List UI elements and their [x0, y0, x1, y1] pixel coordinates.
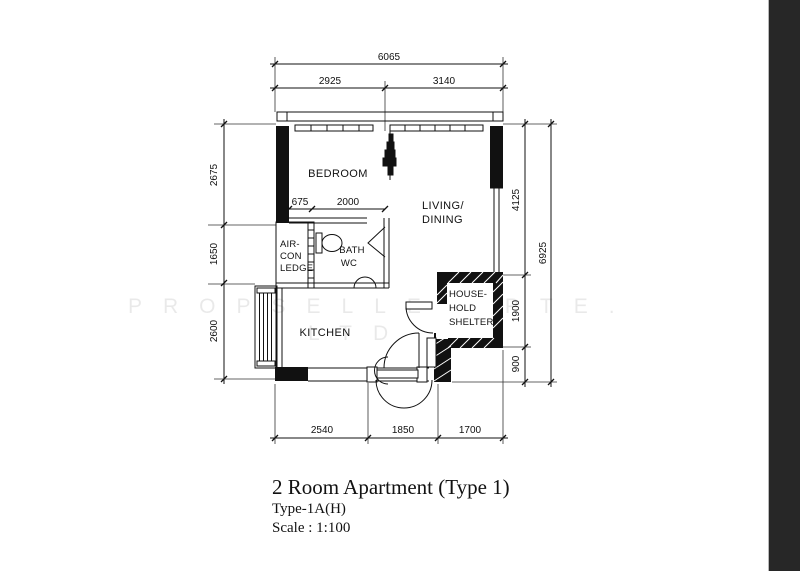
room-label-shelter-1: HOUSE-: [449, 289, 487, 300]
shelter-wall-hatch: [433, 271, 504, 382]
dim-top-left: 2925: [319, 76, 342, 87]
dimension-labels: 6065 2925 3140 2675 1650 2600 675 2000 4…: [209, 52, 549, 436]
shelter-door-swing: [405, 305, 434, 334]
household-shelter: [433, 271, 504, 382]
dim-top-right: 3140: [433, 76, 456, 87]
room-label-shelter-2: HOLD: [449, 303, 476, 314]
fixtures: [315, 232, 377, 289]
dimension-lines: [223, 63, 552, 439]
wall-left-column: [276, 126, 289, 223]
shelter-door-opening: [436, 304, 448, 339]
watermark-line2: LTD: [308, 322, 410, 345]
plan-subtitle: Type-1A(H): [272, 501, 346, 517]
dim-bottom-0: 2540: [311, 425, 334, 436]
dim-right-0: 4125: [511, 188, 522, 211]
room-label-aircon-3: LEDGE: [280, 263, 313, 274]
facade-window: [276, 111, 504, 132]
partition-stack: [382, 131, 397, 180]
shelter-door-frame: [426, 337, 437, 368]
dim-inner-0: 675: [292, 197, 309, 208]
dim-left-0: 2675: [209, 163, 220, 186]
dim-bottom-1: 1850: [392, 425, 415, 436]
room-labels: BEDROOM LIVING/ DINING AIR- CON LEDGE BA…: [280, 168, 494, 339]
room-label-living-2: DINING: [422, 214, 463, 226]
wall-right-column: [490, 126, 503, 188]
plan-scale: Scale : 1:100: [272, 520, 351, 536]
room-label-aircon-1: AIR-: [280, 239, 300, 250]
shelter-door-leaf: [405, 301, 433, 310]
room-label-aircon-2: CON: [280, 251, 302, 262]
kitchen-louvre-window: [254, 285, 278, 369]
doors: [366, 226, 437, 409]
room-label-bath-2: WC: [341, 258, 357, 269]
toilet-bowl: [321, 234, 343, 252]
entrance-door-swing-in: [383, 332, 420, 369]
toilet-cistern: [315, 232, 323, 254]
entrance-door-leaf: [376, 369, 419, 379]
plan-title: 2 Room Apartment (Type 1): [272, 475, 510, 499]
extension-lines: [208, 57, 557, 444]
shelter-interior: [447, 283, 493, 338]
dim-bottom-2: 1700: [459, 425, 482, 436]
bath-door: [367, 226, 386, 258]
dim-right-2: 900: [511, 355, 522, 372]
dim-right-1: 1900: [511, 299, 522, 322]
viewer-dark-edge: [768, 0, 800, 571]
title-block: 2 Room Apartment (Type 1) Type-1A(H) Sca…: [272, 474, 510, 538]
dim-left-2: 2600: [209, 319, 220, 342]
room-label-bath-1: BATH: [339, 245, 364, 256]
entrance-door-swing-out: [375, 379, 433, 409]
room-label-kitchen: KITCHEN: [299, 327, 350, 339]
room-label-living-1: LIVING/: [422, 200, 464, 212]
room-label-bedroom: BEDROOM: [308, 168, 368, 180]
dim-top-overall: 6065: [378, 52, 401, 63]
entrance-side-leaf: [374, 356, 389, 385]
dimension-ticks: [220, 60, 555, 442]
dim-left-1: 1650: [209, 242, 220, 265]
dim-right-overall: 6925: [538, 241, 549, 264]
room-label-shelter-3: SHELTER: [449, 317, 494, 328]
wall-kitchen-corner: [275, 367, 308, 381]
basin: [353, 276, 377, 289]
dim-inner-1: 2000: [337, 197, 360, 208]
